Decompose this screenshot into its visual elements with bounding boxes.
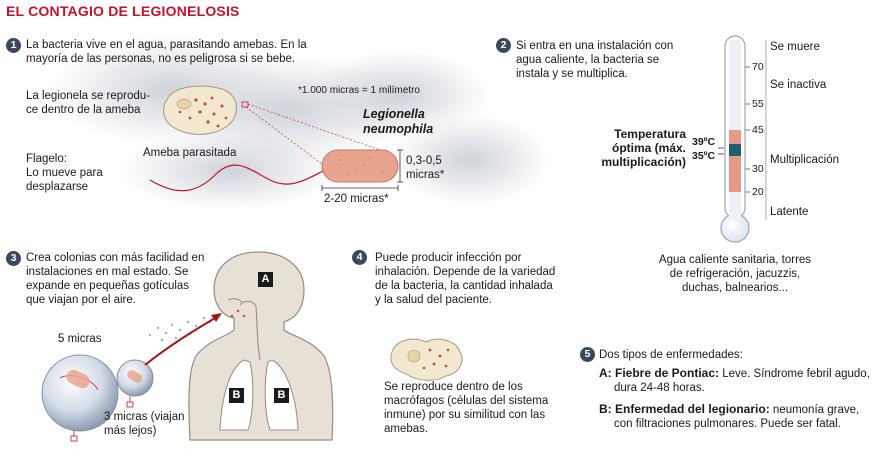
species-name: Legionella neumophila (363, 107, 434, 136)
water-sources: Agua caliente sanitaria, torres de refri… (658, 254, 812, 294)
bacterium-length: 2-20 micras* (324, 193, 389, 205)
macrophage-text: Se reproduce dentro de los macrófagos (c… (384, 381, 549, 435)
zone-multiplication: Multiplicación (770, 154, 840, 166)
droplet-5-micras: 5 micras (58, 333, 102, 345)
flagellum-label: Flagelo: Lo mueve para desplazarse (26, 153, 103, 193)
tick-30: 30 (752, 163, 764, 175)
macrophage-illustration (390, 338, 463, 381)
step-1-badge: 1 (6, 38, 21, 53)
zone-dies: Se muere (770, 41, 820, 53)
step-4-text: Puede producir infección por inhalación.… (375, 252, 556, 306)
temp-39: 39ºC (692, 136, 716, 148)
label-a-upper-airway: A (258, 272, 273, 287)
step-2-badge: 2 (496, 38, 511, 53)
thermometer (718, 35, 767, 243)
droplets (41, 313, 222, 442)
label-b-left-lung: B (229, 388, 244, 403)
bacterium-height: 0,3-0,5 micras* (406, 155, 445, 181)
tick-45: 45 (752, 124, 764, 136)
step-2-text: Si entra en una instalación con agua cal… (516, 40, 674, 80)
droplet-3-micras: 3 micras (viajan más lejos) (104, 411, 185, 437)
bacterium-illustration (149, 149, 403, 192)
ameba-label: Ameba parasitada (143, 147, 237, 159)
step-4-badge: 4 (352, 250, 367, 265)
tick-20: 20 (752, 186, 764, 198)
zone-latent: Latente (770, 206, 809, 218)
step-3-badge: 3 (6, 251, 21, 266)
disease-a: A: Fiebre de Pontiac: Leve. Síndrome feb… (599, 366, 870, 394)
ameba-illustration (163, 85, 237, 135)
legionella-reproduce-label: La legionela se reprodu- ce dentro de la… (26, 90, 151, 116)
scale-note: *1.000 micras = 1 milímetro (298, 85, 420, 96)
step-1-text: La bacteria vive en el agua, parasitando… (26, 39, 307, 65)
tick-70: 70 (752, 61, 764, 73)
tick-55: 55 (752, 98, 764, 110)
zoom-lines (241, 101, 381, 171)
temp-35: 35ºC (692, 150, 716, 162)
step-5-heading: Dos tipos de enfermedades: (599, 349, 743, 361)
optimal-temperature-label: Temperatura óptima (máx. multiplicación) (601, 127, 686, 169)
label-b-right-lung: B (274, 388, 289, 403)
zone-inactive: Se inactiva (770, 79, 827, 91)
human-torso (188, 251, 334, 441)
disease-b: B: Enfermedad del legionario: neumonía g… (599, 402, 860, 430)
step-3-text: Crea colonias con más facilidad en insta… (26, 252, 205, 306)
step-5-badge: 5 (580, 347, 595, 362)
page-title: EL CONTAGIO DE LEGIONELOSIS (6, 3, 240, 19)
